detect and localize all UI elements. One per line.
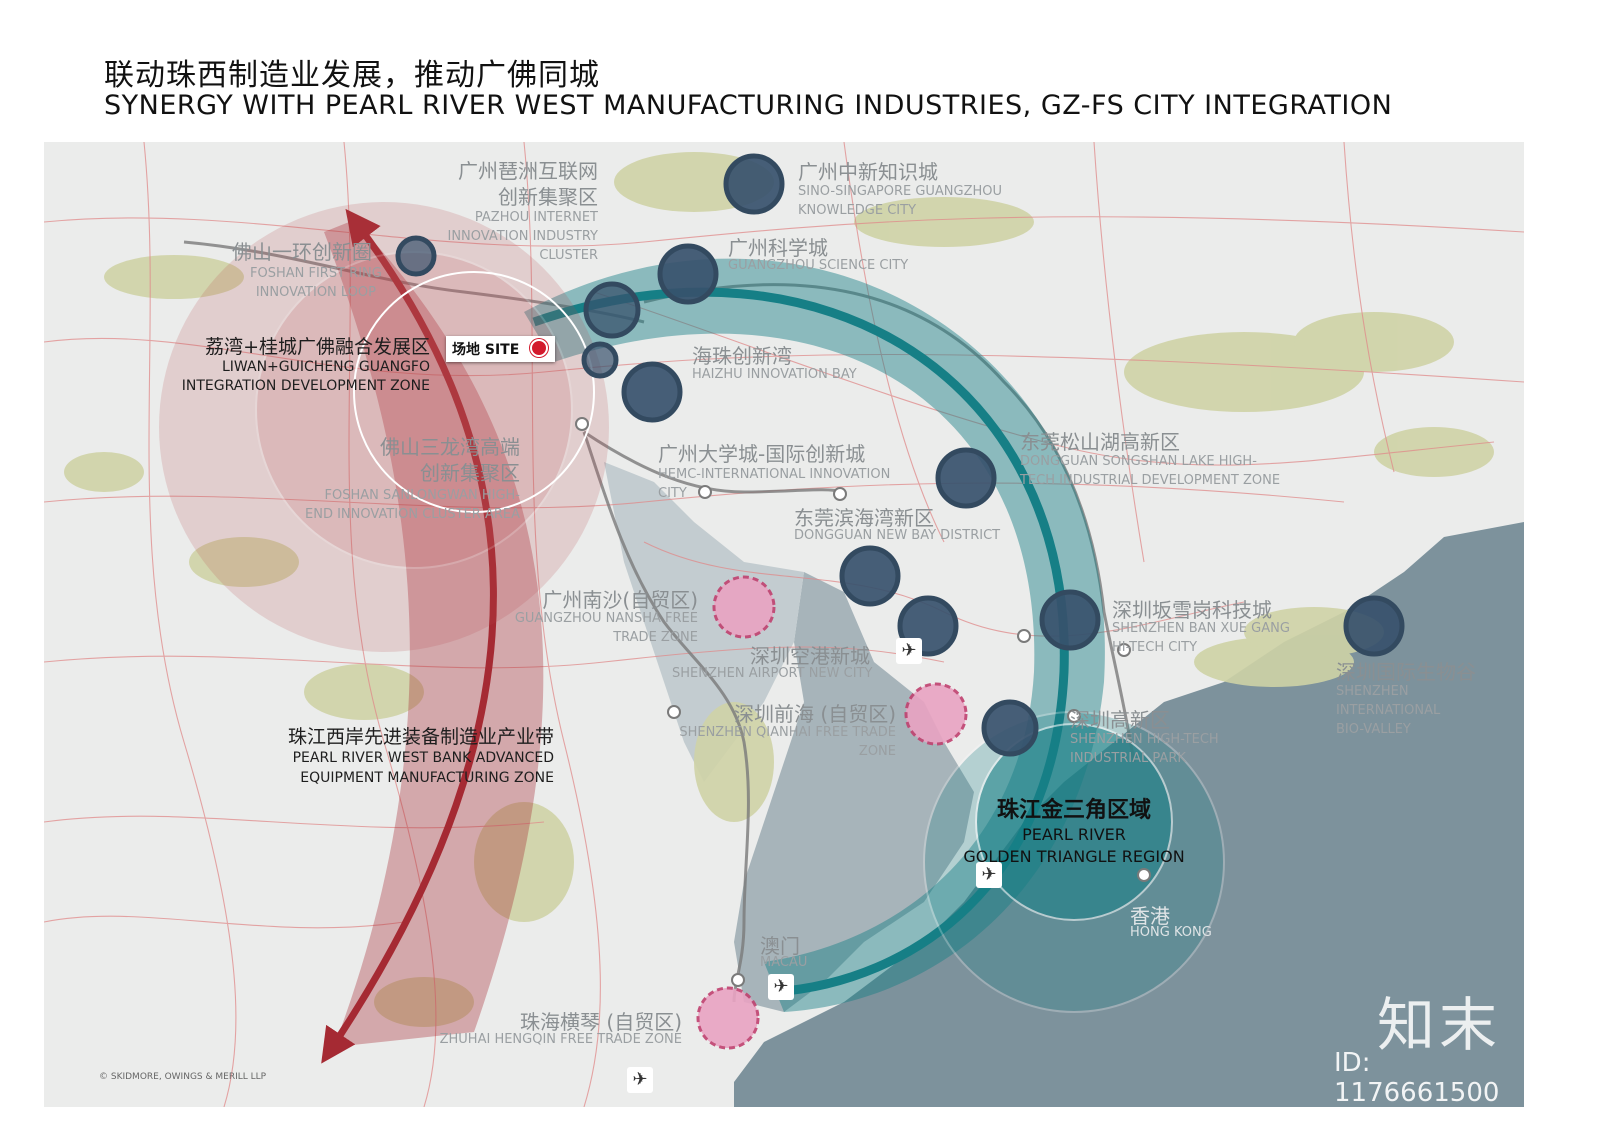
west-arc-band: [324, 220, 544, 1047]
label-liwan-zh: 荔湾+桂城广佛融合发展区: [205, 336, 430, 358]
label-nansha-zh: 广州南沙(自贸区): [542, 588, 698, 612]
label-dongguan-bay-zh: 东莞滨海湾新区: [794, 506, 934, 530]
label-dongguan-bay-en: DONGGUAN NEW BAY DISTRICT: [794, 528, 1001, 543]
innovation-nodes: [395, 153, 1405, 757]
label-hongkong-zh: 香港: [1130, 904, 1170, 928]
foshan-influence-halo: [159, 202, 609, 652]
regional-map[interactable]: 场地 SITE ✈ ✈ ✈ ✈ 广州琶洲互联网创新集聚区 PAZHOU INTE…: [44, 142, 1524, 1107]
copyright-text: © SKIDMORE, OWINGS & MERILL LLP: [99, 1072, 267, 1082]
label-golden-triangle-zh: 珠江金三角区域: [996, 798, 1151, 823]
label-sz-airport-en: SHENZHEN AIRPORT NEW CITY: [672, 666, 873, 681]
label-macau-zh: 澳门: [760, 934, 800, 958]
label-songshan-en: DONGGUAN SONGSHAN LAKE HIGH-TECH INDUSTR…: [1020, 454, 1281, 488]
label-biovalley-zh: 深圳国际生物谷: [1336, 660, 1476, 684]
label-sz-airport-zh: 深圳空港新城: [750, 644, 870, 668]
label-sanlongwan-en: FOSHAN SANLONGWAN HIGH-END INNOVATION CL…: [305, 488, 520, 522]
west-arc-line: [321, 208, 497, 1064]
map-pin-icon: [530, 339, 548, 357]
watermark-id: ID: 1176661500: [1334, 1048, 1500, 1107]
east-arc-band: [524, 258, 1105, 1012]
site-ring: [353, 271, 595, 513]
airplane-icon: ✈: [627, 1067, 653, 1093]
label-songshan-zh: 东莞松山湖高新区: [1020, 430, 1180, 454]
label-qianhai-zh: 深圳前海 (自贸区): [734, 702, 896, 726]
label-sino-singapore-zh: 广州中新知识城: [798, 160, 938, 184]
rail-stations: [575, 417, 1151, 987]
page-title-en: SYNERGY WITH PEARL RIVER WEST MANUFACTUR…: [104, 90, 1393, 121]
road-network: [44, 142, 1524, 1107]
page-title-zh: 联动珠西制造业发展，推动广佛同城: [104, 58, 600, 93]
label-science-city-en: GUANGZHOU SCIENCE CITY: [728, 258, 909, 273]
watermark-brand: 知末: [1377, 991, 1502, 1059]
inner-river: [604, 462, 804, 782]
airplane-icon: ✈: [768, 974, 794, 1000]
label-sz-hitech-zh: 深圳高新区: [1070, 708, 1170, 732]
label-west-bank-zh: 珠江西岸先进装备制造业产业带: [287, 726, 554, 748]
label-sanlongwan-zh: 佛山三龙湾高端创新集聚区: [380, 435, 520, 485]
airplane-icon: ✈: [896, 638, 922, 664]
label-hengqin-zh: 珠海横琴 (自贸区): [520, 1010, 682, 1034]
label-science-city-zh: 广州科学城: [728, 236, 828, 260]
label-pazhou-zh: 广州琶洲互联网创新集聚区: [458, 159, 598, 209]
label-macau-en: MACAU: [760, 955, 808, 970]
label-haizhu-zh: 海珠创新湾: [692, 344, 792, 368]
label-haizhu-en: HAIZHU INNOVATION BAY: [692, 367, 857, 382]
estuary: [734, 572, 974, 1012]
label-hongkong-en: HONG KONG: [1130, 925, 1212, 940]
label-hemc-zh: 广州大学城-国际创新城: [658, 442, 866, 466]
label-foshan-loop-zh: 佛山一环创新圈: [232, 240, 372, 264]
golden-triangle-inner: [975, 723, 1173, 921]
label-hengqin-en: ZHUHAI HENGQIN FREE TRADE ZONE: [439, 1032, 682, 1047]
label-bxg-zh: 深圳坂雪岗科技城: [1112, 598, 1272, 622]
airplane-icon: ✈: [976, 862, 1002, 888]
free-trade-zones: [696, 575, 968, 1050]
